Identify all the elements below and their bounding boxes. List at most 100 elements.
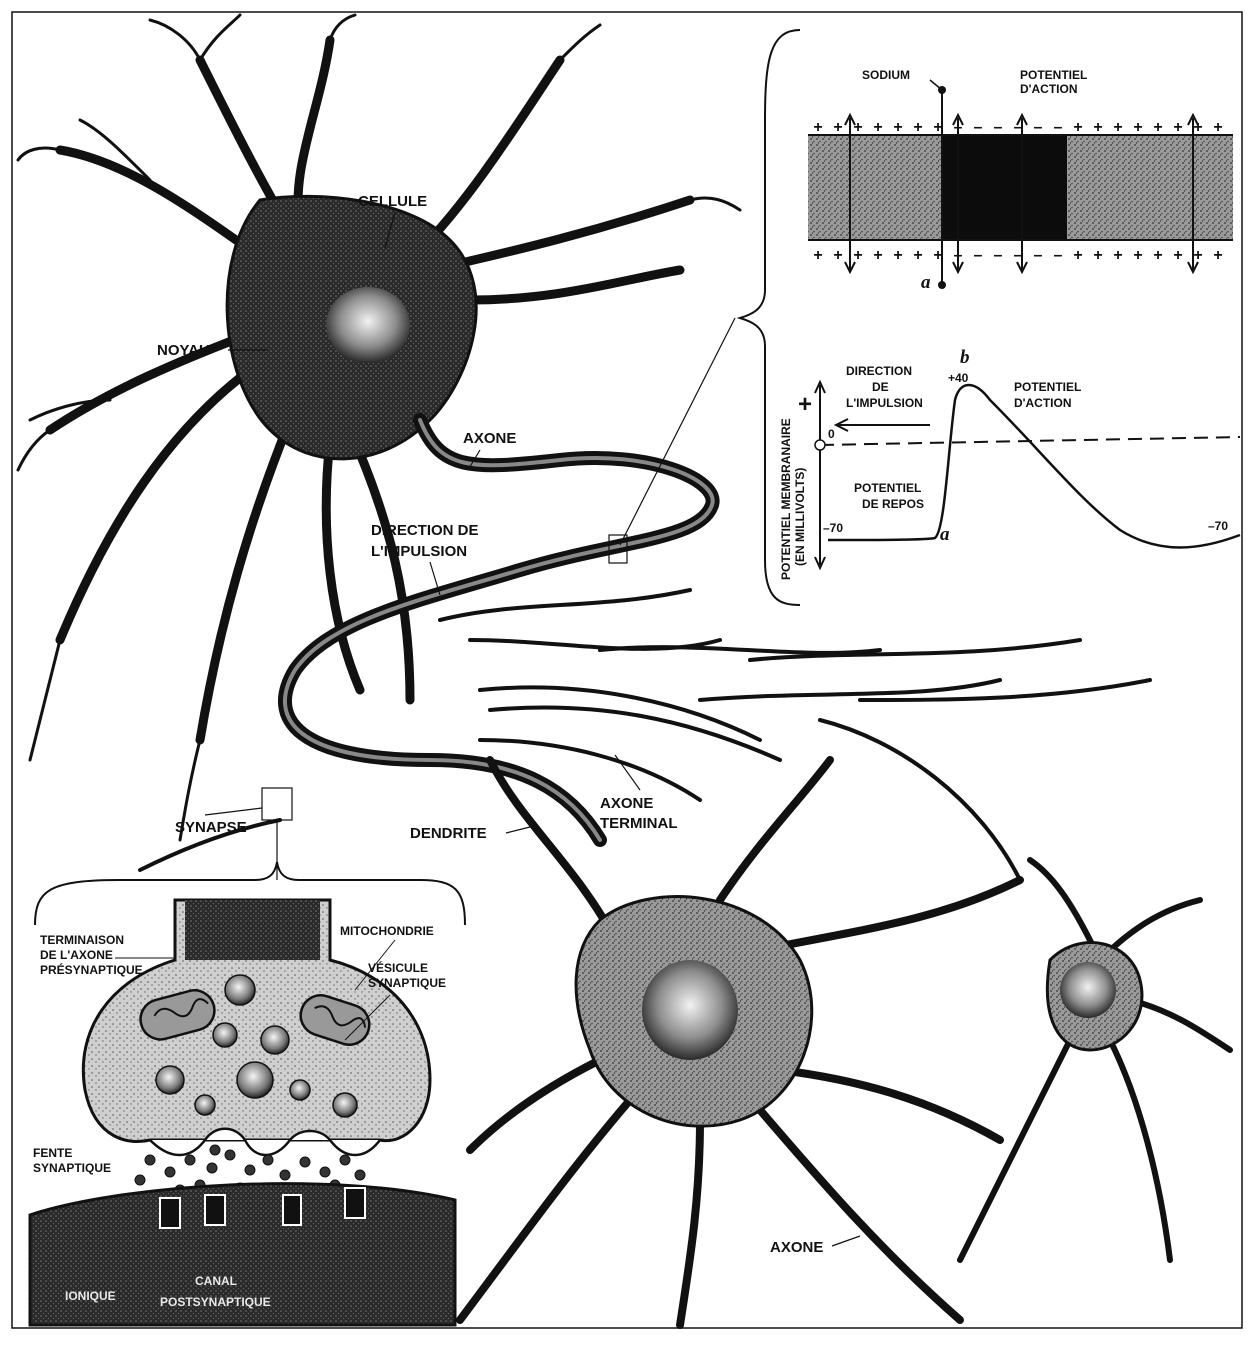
membrane-charge-sign: + xyxy=(1133,119,1142,136)
graph-tick-minus70: –70 xyxy=(823,521,843,535)
membrane-charge-sign: + xyxy=(1173,247,1182,264)
neurotransmitter-dot xyxy=(145,1155,155,1165)
label-vesicule-2: SYNAPTIQUE xyxy=(368,976,446,990)
label-synapse: SYNAPSE xyxy=(175,819,247,836)
label-noyau: NOYAU xyxy=(157,342,210,359)
neurotransmitter-dot xyxy=(300,1157,310,1167)
label-terminaison-3: PRÉSYNAPTIQUE xyxy=(40,962,143,977)
svg-text:(EN MILLIVOLTS): (EN MILLIVOLTS) xyxy=(793,468,807,566)
graph-point-b: b xyxy=(960,347,970,368)
label-direction-2: L'IMPULSION xyxy=(371,543,467,560)
callout-axon-to-panel xyxy=(620,318,735,545)
axon-terminal-branches xyxy=(140,590,1150,880)
membrane-charge-sign: – xyxy=(994,247,1003,264)
membrane-charge-sign: + xyxy=(1113,247,1122,264)
neurotransmitter-dot xyxy=(207,1163,217,1173)
membrane-charge-sign: – xyxy=(1054,119,1063,136)
membrane-charge-sign: + xyxy=(813,247,822,264)
membrane-charge-sign: – xyxy=(974,247,983,264)
neurotransmitter-dot xyxy=(165,1167,175,1177)
neurotransmitter-dot xyxy=(320,1167,330,1177)
label-potentiel-action-2: D'ACTION xyxy=(1020,82,1078,96)
membrane-charge-sign: + xyxy=(1073,247,1082,264)
bottom-neuron-center xyxy=(460,760,1020,1325)
graph-direction-3: L'IMPULSION xyxy=(846,396,923,410)
membrane-charge-sign: + xyxy=(1193,247,1202,264)
membrane-charge-sign: + xyxy=(873,247,882,264)
synapse-callout-box xyxy=(262,788,292,820)
graph-potentiel-repos-1: POTENTIEL xyxy=(854,481,921,495)
membrane-charge-sign: + xyxy=(1153,119,1162,136)
membrane-panel: +++++++––––––++++++++ +++++++––––––+++++… xyxy=(740,30,1233,605)
neurotransmitter-dot xyxy=(340,1155,350,1165)
membrane-charge-sign: + xyxy=(833,119,842,136)
graph-tick-zero: 0 xyxy=(828,427,835,441)
label-membrane-1: CANAL xyxy=(195,1274,237,1288)
membrane-plus-signs-bottom: +++++++––––––++++++++ xyxy=(813,247,1222,264)
membrane-charge-sign: + xyxy=(1153,247,1162,264)
membrane-potential-graph: + 0 –70 +40 –70 DIRECTION DE L'IMPULSION… xyxy=(779,347,1240,580)
label-terminaison-2: DE L'AXONE xyxy=(40,948,113,962)
label-canal-ionique: IONIQUE xyxy=(65,1289,116,1303)
membrane-charge-sign: + xyxy=(853,119,862,136)
membrane-charge-sign: + xyxy=(1173,119,1182,136)
membrane-depolarized xyxy=(942,135,1067,240)
graph-plus-sign: + xyxy=(798,391,812,418)
membrane-charge-sign: – xyxy=(1034,247,1043,264)
label-mitochondrie: MITOCHONDRIE xyxy=(340,924,434,938)
membrane-charge-sign: + xyxy=(1073,119,1082,136)
membrane-charge-sign: + xyxy=(1213,247,1222,264)
membrane-charge-sign: + xyxy=(1213,119,1222,136)
neurotransmitter-dot xyxy=(135,1175,145,1185)
label-fente-2: SYNAPTIQUE xyxy=(33,1161,111,1175)
membrane-charge-sign: + xyxy=(913,119,922,136)
label-membrane-2: POSTSYNAPTIQUE xyxy=(160,1295,271,1309)
graph-point-a: a xyxy=(940,524,950,545)
graph-potentiel-repos-2: DE REPOS xyxy=(862,497,924,511)
graph-potentiel-action-1: POTENTIEL xyxy=(1014,380,1081,394)
graph-direction-1: DIRECTION xyxy=(846,364,912,378)
label-potentiel-action-1: POTENTIEL xyxy=(1020,68,1087,82)
label-point-a-membrane: a xyxy=(921,272,931,293)
neurotransmitter-dot xyxy=(210,1145,220,1155)
membrane-charge-sign: – xyxy=(994,119,1003,136)
membrane-charge-sign: – xyxy=(1054,247,1063,264)
graph-end-minus70: –70 xyxy=(1208,519,1228,533)
graph-y-label: POTENTIEL MEMBRANAIRE (EN MILLIVOLTS) xyxy=(779,418,807,580)
label-fente-1: FENTE xyxy=(33,1146,72,1160)
svg-text:POTENTIEL MEMBRANAIRE: POTENTIEL MEMBRANAIRE xyxy=(779,418,793,580)
label-axone-terminal-2: TERMINAL xyxy=(600,815,678,832)
membrane-charge-sign: + xyxy=(1093,119,1102,136)
neurotransmitter-dot xyxy=(280,1170,290,1180)
top-neuron-nucleus xyxy=(326,287,410,363)
neurotransmitter-dot xyxy=(263,1155,273,1165)
membrane-charge-sign: + xyxy=(833,247,842,264)
membrane-charge-sign: + xyxy=(1113,119,1122,136)
bottom-neuron-right xyxy=(960,860,1230,1260)
neurotransmitter-dot xyxy=(225,1150,235,1160)
graph-tick-plus40: +40 xyxy=(948,371,969,385)
neurotransmitter-dot xyxy=(185,1155,195,1165)
label-direction-1: DIRECTION DE xyxy=(371,522,479,539)
neurotransmitter-dot xyxy=(245,1165,255,1175)
membrane-charge-sign: + xyxy=(893,119,902,136)
membrane-charge-sign: – xyxy=(974,119,983,136)
membrane-charge-sign: + xyxy=(853,247,862,264)
label-axone-top: AXONE xyxy=(463,430,516,447)
membrane-charge-sign: + xyxy=(913,247,922,264)
membrane-charge-sign: + xyxy=(1093,247,1102,264)
neurotransmitter-dot xyxy=(355,1170,365,1180)
synapse-detail: TERMINAISON DE L'AXONE PRÉSYNAPTIQUE MIT… xyxy=(30,788,465,1325)
label-sodium: SODIUM xyxy=(862,68,910,82)
membrane-charge-sign: + xyxy=(893,247,902,264)
label-terminaison-1: TERMINAISON xyxy=(40,933,124,947)
membrane-charge-sign: + xyxy=(873,119,882,136)
label-cellule: CELLULE xyxy=(358,193,427,210)
graph-potentiel-action-2: D'ACTION xyxy=(1014,396,1072,410)
membrane-charge-sign: + xyxy=(1133,247,1142,264)
label-dendrite: DENDRITE xyxy=(410,825,487,842)
membrane-charge-sign: + xyxy=(1193,119,1202,136)
label-axone-terminal-1: AXONE xyxy=(600,795,653,812)
